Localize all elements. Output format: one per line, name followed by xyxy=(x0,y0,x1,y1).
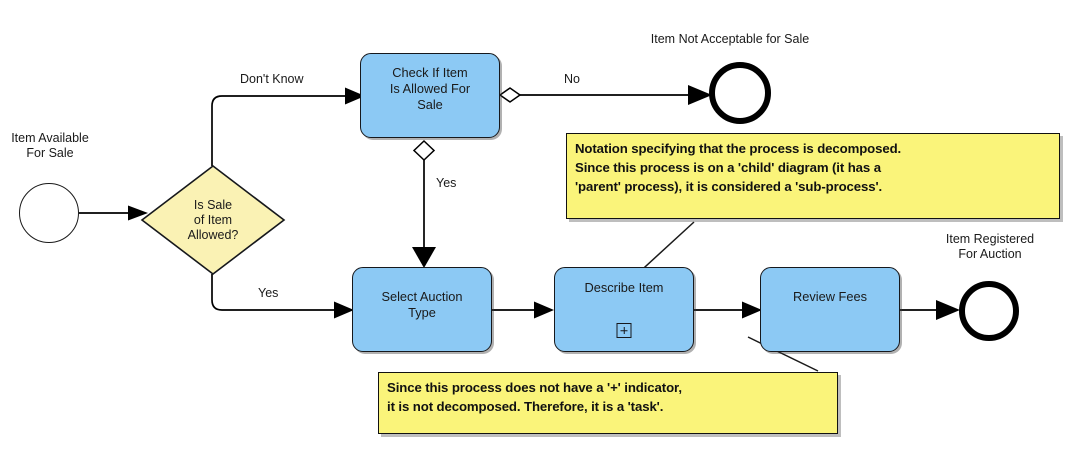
flow-label-yes-check: Yes xyxy=(436,176,457,190)
task-label: Review Fees xyxy=(793,289,867,304)
task-select-auction-type[interactable]: Select Auction Type xyxy=(352,267,492,352)
gateway-is-sale-allowed[interactable]: Is Sale of Item Allowed? xyxy=(140,164,286,276)
sub-process-plus-icon xyxy=(616,323,632,338)
flow-label-dont-know: Don't Know xyxy=(240,72,304,86)
flow-describe-to-review xyxy=(694,301,762,319)
end-event-not-acceptable[interactable] xyxy=(709,62,771,124)
annotation-text: Since this process does not have a '+' i… xyxy=(387,380,682,414)
task-describe-item[interactable]: Describe Item xyxy=(554,267,694,352)
flow-no xyxy=(498,85,712,105)
end-event-registered-label: Item Registered For Auction xyxy=(945,232,1035,261)
annotation-subprocess: Notation specifying that the process is … xyxy=(566,133,1060,219)
flow-select-to-describe xyxy=(492,301,554,319)
end-event-registered[interactable] xyxy=(959,281,1019,341)
task-label: Describe Item xyxy=(584,280,664,295)
start-event-label: Item Available For Sale xyxy=(11,131,89,160)
flow-yes-from-check xyxy=(412,139,436,268)
gateway-label: Is Sale of Item Allowed? xyxy=(187,197,239,242)
end-event-not-acceptable-label: Item Not Acceptable for Sale xyxy=(650,32,810,46)
start-event[interactable] xyxy=(19,183,79,243)
task-review-fees[interactable]: Review Fees xyxy=(760,267,900,352)
flow-label-yes-gateway: Yes xyxy=(258,286,279,300)
flow-label-no: No xyxy=(564,72,580,86)
gateway-diamond-shape xyxy=(140,164,286,276)
flow-start-to-gateway xyxy=(79,205,148,221)
task-label: Check If Item Is Allowed For Sale xyxy=(389,65,471,112)
flow-yes-from-gateway xyxy=(211,274,354,319)
task-check-if-item-is-allowed-for-sale[interactable]: Check If Item Is Allowed For Sale xyxy=(360,53,500,138)
annotation-text: Notation specifying that the process is … xyxy=(575,141,902,194)
task-label: Select Auction Type xyxy=(381,289,463,320)
flow-dont-know xyxy=(211,87,365,166)
flow-review-to-end xyxy=(900,300,960,320)
annotation-task: Since this process does not have a '+' i… xyxy=(378,372,838,434)
